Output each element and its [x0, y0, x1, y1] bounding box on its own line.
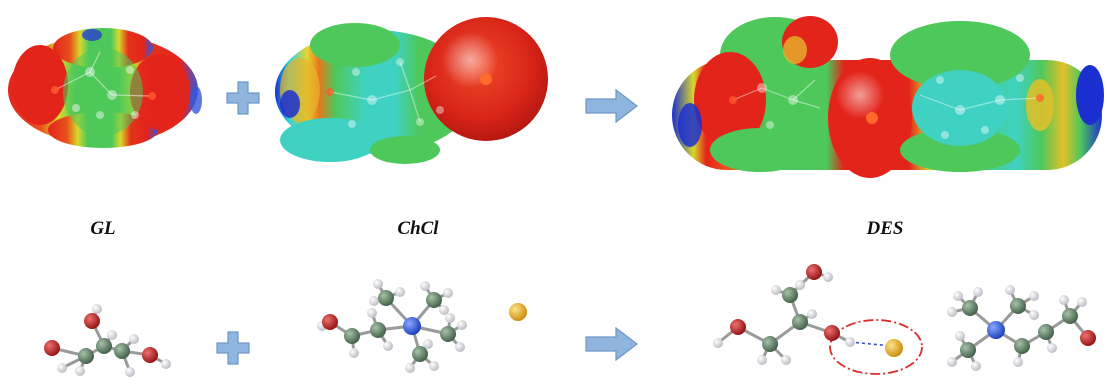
gl-esp-surface: [8, 28, 202, 148]
chcl-ball-and-stick: [317, 279, 527, 373]
des-esp-surface: [672, 16, 1104, 178]
chloride-ion: [885, 339, 903, 357]
des-label: DES: [866, 218, 904, 239]
gl-ball-and-stick: [44, 304, 171, 377]
chcl-label: ChCl: [397, 218, 439, 239]
plus-icon: [216, 331, 250, 365]
des-ball-and-stick: [713, 264, 1096, 375]
chcl-esp-surface: [275, 17, 548, 164]
hydrogen-bond-highlight: [829, 319, 923, 375]
chloride-ion: [509, 303, 527, 321]
right-arrow-icon: [585, 326, 638, 362]
right-arrow-icon: [585, 88, 638, 124]
plus-icon: [226, 81, 260, 115]
gl-label: GL: [90, 218, 116, 239]
